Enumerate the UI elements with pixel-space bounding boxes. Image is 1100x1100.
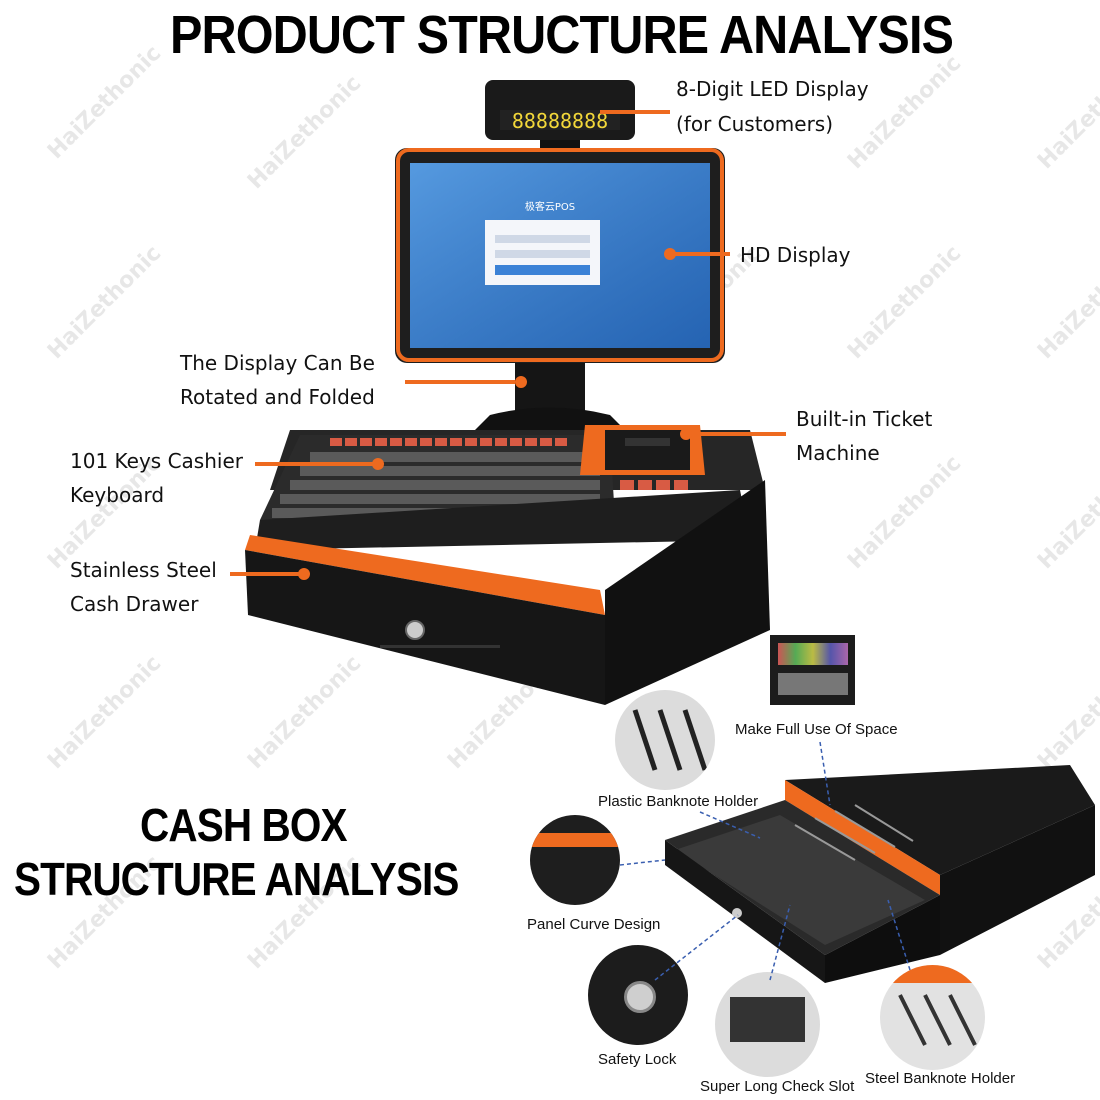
- full-space-photo: [770, 635, 855, 705]
- steel-holder-photo: [880, 965, 985, 1070]
- callout-line: [230, 572, 300, 576]
- plastic-holder-photo: [615, 690, 715, 790]
- label-rotate-2: Rotated and Folded: [180, 385, 375, 409]
- cashbox-title-1: CASH BOX: [140, 799, 348, 851]
- led-display: 88888888: [485, 80, 635, 155]
- label-led-display-1: 8-Digit LED Display: [676, 77, 869, 101]
- keyboard: [260, 435, 688, 520]
- label-drawer-1: Stainless Steel: [70, 558, 217, 582]
- label-keyboard-2: Keyboard: [70, 483, 165, 507]
- label-drawer-2: Cash Drawer: [70, 592, 199, 616]
- callout-line: [255, 462, 375, 466]
- label-panel-curve: Panel Curve Design: [527, 916, 661, 933]
- label-ticket-2: Machine: [796, 441, 880, 465]
- ticket-printer: [580, 425, 705, 475]
- screen-brand: 极客云POS: [525, 200, 575, 213]
- callout-line: [670, 252, 730, 256]
- check-slot-photo: [715, 972, 820, 1077]
- label-check-slot: Super Long Check Slot: [700, 1078, 855, 1095]
- callout-dot: [298, 568, 310, 580]
- hd-monitor: 极客云POS: [395, 148, 725, 363]
- page-title: PRODUCT STRUCTURE ANALYSIS: [170, 5, 954, 65]
- label-plastic-holder: Plastic Banknote Holder: [598, 793, 759, 810]
- callout-line: [405, 380, 515, 384]
- callout-dot: [372, 458, 384, 470]
- safety-lock-photo: [588, 945, 688, 1045]
- label-rotate-1: The Display Can Be: [180, 351, 375, 375]
- panel-curve-photo: [530, 815, 620, 905]
- cashbox-title-2: STRUCTURE ANALYSIS: [14, 853, 459, 905]
- cash-drawer: [245, 480, 770, 705]
- callout-dot: [515, 376, 527, 388]
- label-safety-lock: Safety Lock: [598, 1051, 677, 1068]
- label-full-space: Make Full Use Of Space: [735, 721, 898, 738]
- label-keyboard-1: 101 Keys Cashier: [70, 449, 243, 473]
- led-digits: 88888888: [512, 109, 608, 133]
- callout-line: [600, 110, 670, 114]
- callout-line: [686, 432, 786, 436]
- pos-machine-illustration: 88888888 极客云POS: [245, 80, 770, 705]
- cash-box-illustration: [665, 765, 1095, 983]
- label-steel-holder: Steel Banknote Holder: [865, 1070, 1016, 1087]
- label-led-display-2: (for Customers): [676, 112, 834, 136]
- label-hd-display: HD Display: [740, 243, 851, 267]
- label-ticket-1: Built-in Ticket: [796, 407, 933, 431]
